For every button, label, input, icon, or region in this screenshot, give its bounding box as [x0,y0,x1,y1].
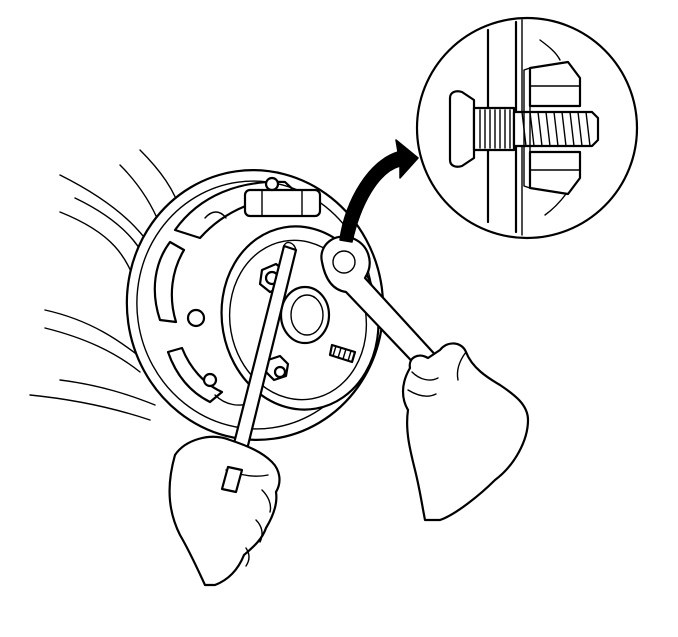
callout-arrow [339,139,419,243]
wrench [320,235,442,377]
knurl-lines [479,109,511,149]
wheel-stud [258,262,357,382]
thread-lines [521,111,591,147]
right-hand [401,342,530,522]
left-hand [168,435,281,587]
detail-inset [415,16,639,240]
